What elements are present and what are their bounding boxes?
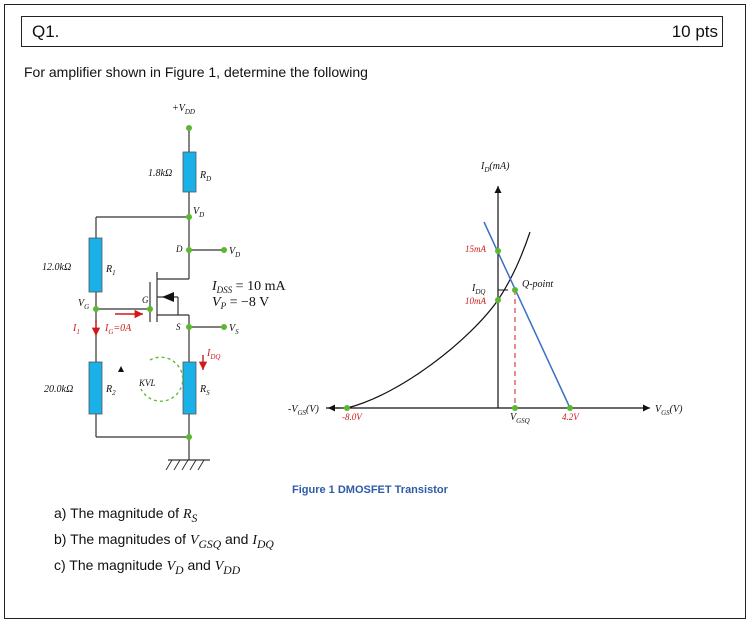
vgs-axis-label: VGS(V) bbox=[655, 404, 683, 417]
vneg8-label: -8.0V bbox=[342, 412, 363, 422]
r2-value: 20.0kΩ bbox=[44, 384, 73, 395]
transfer-curve bbox=[346, 231, 531, 409]
idq-graph-label: IDQ bbox=[471, 283, 485, 296]
graph-points bbox=[344, 248, 573, 411]
vgsq-label: VGSQ bbox=[510, 412, 530, 425]
resistor-rs bbox=[182, 361, 197, 415]
i10-label: 10mA bbox=[465, 296, 486, 306]
points-value: 10 pts bbox=[671, 22, 718, 41]
question-number: Q1. bbox=[32, 22, 60, 41]
ground-symbol bbox=[165, 459, 205, 471]
idss-equation: IDSS = 10 mA bbox=[211, 279, 286, 295]
r2-label: R2 bbox=[105, 384, 116, 397]
question-a: a) The magnitude of RS bbox=[54, 505, 198, 525]
id-axis-label: ID(mA) bbox=[480, 161, 510, 174]
rs-label: RS bbox=[199, 384, 210, 397]
rd-label: RD bbox=[199, 170, 211, 183]
neg-vgs-label: -VGS(V) bbox=[288, 404, 319, 417]
r1-value: 12.0kΩ bbox=[42, 262, 71, 273]
mosfet-arrow bbox=[162, 292, 174, 302]
kvl-loop bbox=[140, 356, 184, 402]
drain-label: D bbox=[175, 244, 183, 254]
question-c: c) The magnitude VD and VDD bbox=[54, 556, 241, 577]
circuit-wires bbox=[95, 128, 224, 461]
question-list: a) The magnitude of RS b) The magnitudes… bbox=[54, 505, 274, 582]
page-frame bbox=[4, 4, 746, 619]
idq-circuit-label: IDQ bbox=[206, 348, 220, 361]
figure-caption: Figure 1 DMOSFET Transistor bbox=[292, 484, 448, 496]
r1-label: R1 bbox=[105, 264, 116, 277]
source-label: S bbox=[176, 322, 181, 332]
ig-label: IG=0A bbox=[104, 323, 132, 336]
vs-output-label: VS bbox=[229, 323, 239, 336]
vd-node-label: VD bbox=[193, 206, 204, 219]
v42-label: 4.2V bbox=[562, 412, 580, 422]
kvl-arrow bbox=[118, 366, 124, 372]
question-b: b) The magnitudes of VGSQ and IDQ bbox=[54, 530, 274, 551]
intro-text: For amplifier shown in Figure 1, determi… bbox=[24, 64, 368, 80]
gate-label: G bbox=[142, 295, 149, 305]
circuit-nodes bbox=[93, 125, 227, 440]
vg-label: VG bbox=[78, 298, 89, 311]
resistor-r1 bbox=[88, 237, 103, 293]
kvl-label: KVL bbox=[138, 378, 156, 388]
question-header bbox=[21, 16, 723, 47]
i15-label: 15mA bbox=[465, 244, 486, 254]
resistor-r2 bbox=[88, 361, 103, 415]
rd-value: 1.8kΩ bbox=[148, 168, 172, 179]
resistor-rd bbox=[182, 151, 197, 193]
i1-label: I1 bbox=[72, 323, 80, 336]
vdd-label: +VDD bbox=[172, 103, 195, 116]
vp-equation: VP = −8 V bbox=[212, 295, 269, 311]
q-point-label: Q-point bbox=[522, 279, 553, 290]
vd-output-label: VD bbox=[229, 246, 240, 259]
